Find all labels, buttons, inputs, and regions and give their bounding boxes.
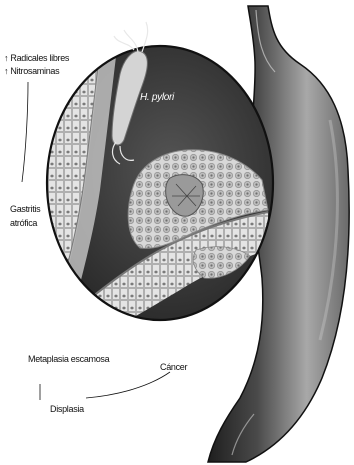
magnified-tissue-circle bbox=[40, 20, 273, 340]
label-dysplasia: Displasia bbox=[50, 404, 84, 415]
label-atrophic-gastritis-line2: atrófica bbox=[10, 218, 37, 229]
label-squamous-metaplasia: Metaplasia escamosa bbox=[28, 354, 109, 365]
label-atrophic-gastritis-line1: Gastritis bbox=[10, 204, 40, 215]
label-free-radicals: ↑ Radicales libres bbox=[4, 53, 69, 64]
label-nitrosamines: ↑ Nitrosaminas bbox=[4, 66, 59, 77]
label-h-pylori: H. pylori bbox=[140, 92, 174, 103]
label-cancer: Cáncer bbox=[160, 362, 187, 373]
